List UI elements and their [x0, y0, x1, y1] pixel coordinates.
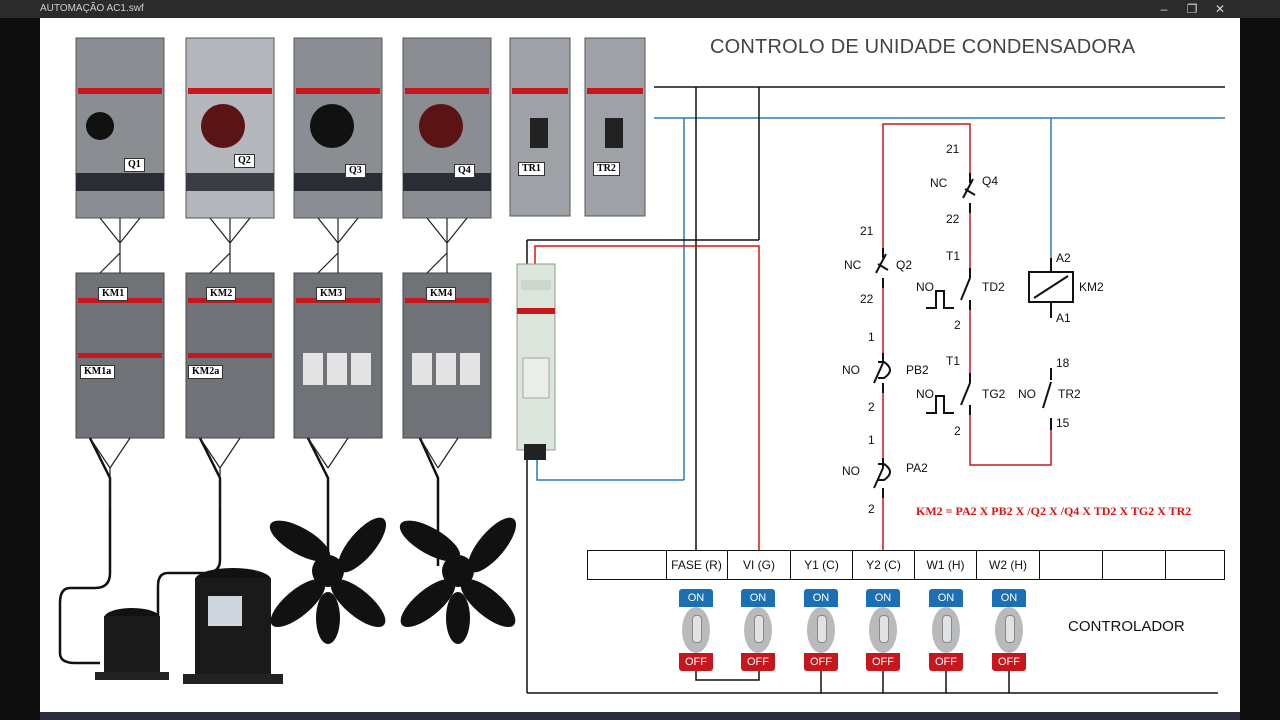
terminal-y2-c: Y2 (C)	[853, 550, 915, 580]
toggle-on-label: ON	[929, 589, 963, 607]
toggle-lever[interactable]	[754, 615, 764, 643]
tr2-terminal-top: 18	[1056, 356, 1070, 370]
q4-terminal-bottom: 22	[946, 212, 960, 226]
pb2-terminal-top: 1	[868, 330, 875, 344]
td2-terminal-bottom: 2	[954, 318, 961, 332]
toggle-on-label: ON	[804, 589, 838, 607]
terminal-y1-c: Y1 (C)	[791, 550, 853, 580]
km2-terminal-top: A2	[1056, 251, 1071, 265]
q4-name: Q4	[982, 174, 999, 188]
q2-terminal-top: 21	[860, 224, 874, 238]
pa2-terminal-bottom: 2	[868, 502, 875, 516]
window-title: AUTOMAÇÃO AC1.swf	[40, 3, 144, 14]
toggle-switch-fase-r[interactable]: ON OFF	[679, 589, 713, 673]
contactor-label-km1: KM1	[98, 287, 129, 301]
flash-canvas: Q1 Q2 Q3 Q4 TR1 TR2 KM1 KM2 KM3 KM4 KM1a…	[40, 18, 1240, 712]
terminal-vi-g: VI (G)	[728, 550, 791, 580]
terminal-w2-h: W2 (H)	[977, 550, 1040, 580]
toggle-off-label: OFF	[804, 653, 838, 671]
aux-label-km2a: KM2a	[188, 365, 224, 379]
tg2-name: TG2	[982, 387, 1006, 401]
terminal-w1-h: W1 (H)	[915, 550, 977, 580]
tr2-terminal-bottom: 15	[1056, 416, 1070, 430]
tg2-terminal-top: T1	[946, 354, 961, 368]
close-button[interactable]: ✕	[1214, 2, 1226, 16]
pb2-type: NO	[842, 363, 860, 377]
toggle-off-label: OFF	[866, 653, 900, 671]
td2-terminal-top: T1	[946, 249, 961, 263]
q4-terminal-top: 21	[946, 142, 960, 156]
toggle-off-label: OFF	[992, 653, 1026, 671]
toggle-on-label: ON	[866, 589, 900, 607]
toggle-on-label: ON	[679, 589, 713, 607]
toggle-lever[interactable]	[817, 615, 827, 643]
aux-label-km1a: KM1a	[80, 365, 116, 379]
contactor-label-km3: KM3	[316, 287, 347, 301]
tr2-name: TR2	[1058, 387, 1081, 401]
title-bar: AUTOMAÇÃO AC1.swf – ❐ ✕	[0, 0, 1280, 18]
toggle-lever[interactable]	[879, 615, 889, 643]
tr2-type: NO	[1018, 387, 1036, 401]
timer-label-tr2: TR2	[593, 162, 620, 176]
toggle-on-label: ON	[741, 589, 775, 607]
td2-type: NO	[916, 280, 934, 294]
breaker-label-q2: Q2	[234, 154, 255, 168]
left-letterbox	[0, 18, 40, 720]
km2-logic-formula: KM2 = PA2 X PB2 X /Q2 X /Q4 X TD2 X TG2 …	[916, 504, 1192, 518]
pa2-terminal-top: 1	[868, 433, 875, 447]
km2-coil-name: KM2	[1079, 280, 1104, 294]
minimize-button[interactable]: –	[1160, 2, 1168, 16]
pb2-terminal-bottom: 2	[868, 400, 875, 414]
toggle-lever[interactable]	[692, 615, 702, 643]
toggle-switch-w1-h[interactable]: ON OFF	[929, 589, 963, 673]
toggle-switch-y2-c[interactable]: ON OFF	[866, 589, 900, 673]
terminal-cell	[1103, 550, 1166, 580]
q4-type: NC	[930, 176, 948, 190]
terminal-cell	[1166, 550, 1224, 580]
terminal-cell	[1040, 550, 1103, 580]
toggle-off-label: OFF	[929, 653, 963, 671]
toggle-off-label: OFF	[741, 653, 775, 671]
pa2-name: PA2	[906, 461, 928, 475]
contactor-label-km2: KM2	[206, 287, 237, 301]
toggle-lever[interactable]	[1005, 615, 1015, 643]
controller-label: CONTROLADOR	[1068, 618, 1185, 635]
pa2-type: NO	[842, 464, 860, 478]
breaker-label-q3: Q3	[345, 164, 366, 178]
toggle-switch-vi-g[interactable]: ON OFF	[741, 589, 775, 673]
contactor-label-km4: KM4	[426, 287, 457, 301]
toggle-lever[interactable]	[942, 615, 952, 643]
toggle-off-label: OFF	[679, 653, 713, 671]
restore-button[interactable]: ❐	[1186, 2, 1198, 16]
terminal-fase-r: FASE (R)	[666, 550, 728, 580]
right-letterbox	[1240, 18, 1280, 720]
tg2-type: NO	[916, 387, 934, 401]
taskbar-strip	[40, 712, 1240, 720]
breaker-label-q1: Q1	[124, 158, 145, 172]
td2-name: TD2	[982, 280, 1005, 294]
timer-label-tr1: TR1	[518, 162, 545, 176]
q2-name: Q2	[896, 258, 913, 272]
km2-terminal-bottom: A1	[1056, 311, 1071, 325]
terminal-strip	[587, 550, 1225, 580]
toggle-switch-y1-c[interactable]: ON OFF	[804, 589, 838, 673]
toggle-switch-w2-h[interactable]: ON OFF	[992, 589, 1026, 673]
q2-type: NC	[844, 258, 862, 272]
tg2-terminal-bottom: 2	[954, 424, 961, 438]
toggle-on-label: ON	[992, 589, 1026, 607]
pb2-name: PB2	[906, 363, 929, 377]
q2-terminal-bottom: 22	[860, 292, 874, 306]
breaker-label-q4: Q4	[454, 164, 475, 178]
page-title: CONTROLO DE UNIDADE CONDENSADORA	[710, 36, 1136, 58]
terminal-cell	[588, 550, 667, 580]
